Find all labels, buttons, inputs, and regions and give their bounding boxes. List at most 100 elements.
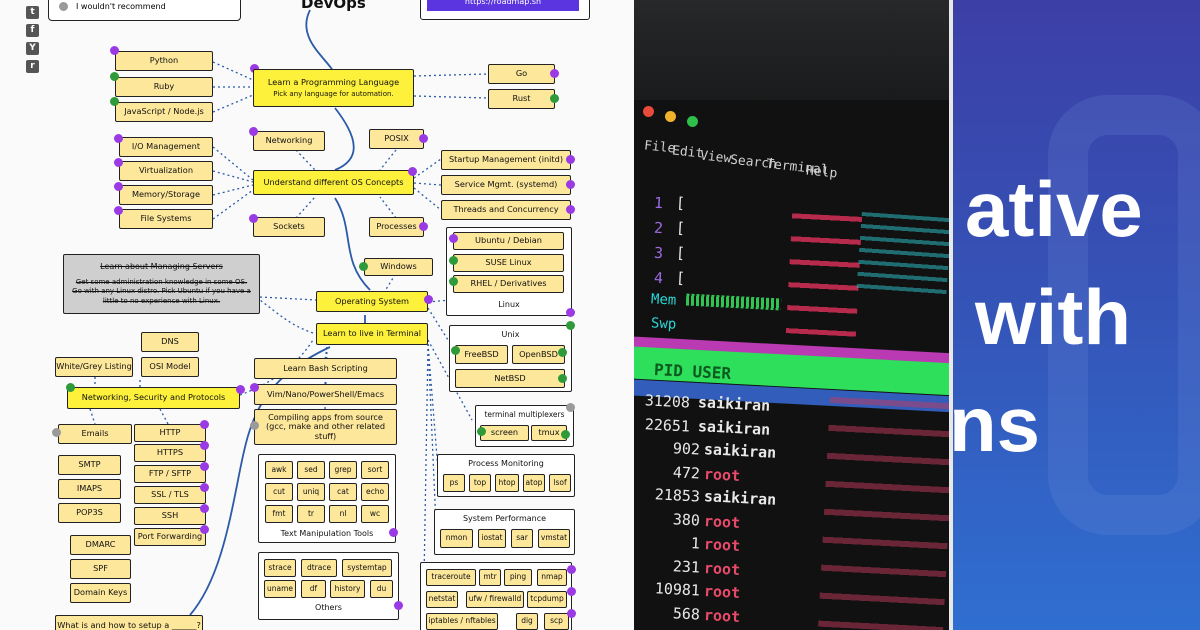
close-window-icon[interactable] <box>643 106 654 117</box>
node-go[interactable]: Go <box>488 64 555 84</box>
tool-du[interactable]: du <box>370 580 393 598</box>
tool-sed[interactable]: sed <box>297 461 325 479</box>
tool-ps[interactable]: ps <box>443 474 465 492</box>
tool-atop[interactable]: atop <box>523 474 545 492</box>
tool-wc[interactable]: wc <box>361 505 389 523</box>
node-sockets[interactable]: Sockets <box>253 217 325 237</box>
tool-dtrace[interactable]: dtrace <box>301 559 337 577</box>
tool-scp[interactable]: scp <box>544 613 569 630</box>
tool-df[interactable]: df <box>301 580 326 598</box>
node-rust[interactable]: Rust <box>488 89 555 109</box>
node-screen[interactable]: screen <box>480 425 529 441</box>
node-port-forwarding[interactable]: Port Forwarding <box>134 528 206 546</box>
minimize-window-icon[interactable] <box>665 111 676 122</box>
node-bash-scripting[interactable]: Learn Bash Scripting <box>254 358 397 379</box>
tool-awk[interactable]: awk <box>265 461 293 479</box>
node-python[interactable]: Python <box>115 51 213 71</box>
tool-vmstat[interactable]: vmstat <box>538 529 570 548</box>
node-editors[interactable]: Vim/Nano/PowerShell/Emacs <box>254 384 397 405</box>
tool-cat[interactable]: cat <box>329 483 357 501</box>
tool-tr[interactable]: tr <box>297 505 325 523</box>
tool-ufwfirewalld[interactable]: ufw / firewalld <box>466 591 524 608</box>
url-button[interactable]: https://roadmap.sh <box>427 0 579 11</box>
tool-uname[interactable]: uname <box>264 580 296 598</box>
node-posix[interactable]: POSIX <box>369 129 424 149</box>
node-service-management[interactable]: Service Mgmt. (systemd) <box>441 175 571 195</box>
tool-grep[interactable]: grep <box>329 461 357 479</box>
tool-nmon[interactable]: nmon <box>440 529 473 548</box>
node-smtp[interactable]: SMTP <box>58 455 121 475</box>
tool-echo[interactable]: echo <box>361 483 389 501</box>
node-threads-concurrency[interactable]: Threads and Concurrency <box>441 200 571 220</box>
tool-fmt[interactable]: fmt <box>265 505 293 523</box>
node-javascript[interactable]: JavaScript / Node.js <box>115 102 213 122</box>
node-ssl-tls[interactable]: SSL / TLS <box>134 486 206 504</box>
node-suse[interactable]: SUSE Linux <box>453 254 564 272</box>
radio-icon[interactable] <box>59 2 68 11</box>
tool-iostat[interactable]: iostat <box>478 529 506 548</box>
tool-uniq[interactable]: uniq <box>297 483 325 501</box>
node-ftp-sftp[interactable]: FTP / SFTP <box>134 465 206 483</box>
tool-mtr[interactable]: mtr <box>479 569 501 586</box>
tool-nl[interactable]: nl <box>329 505 357 523</box>
tool-tcpdump[interactable]: tcpdump <box>527 591 567 608</box>
tool-htop[interactable]: htop <box>495 474 519 492</box>
node-openbsd[interactable]: OpenBSD <box>512 345 565 364</box>
node-pop3s[interactable]: POP3S <box>58 503 121 523</box>
node-managing-servers[interactable]: Learn about Managing Servers Get some ad… <box>63 254 260 314</box>
node-io-management[interactable]: I/O Management <box>119 137 213 157</box>
node-windows[interactable]: Windows <box>364 258 433 276</box>
node-operating-system[interactable]: Operating System <box>316 291 428 312</box>
node-imaps[interactable]: IMAPS <box>58 479 121 499</box>
node-spf[interactable]: SPF <box>70 559 131 579</box>
tool-dig[interactable]: dig <box>516 613 538 630</box>
tool-history[interactable]: history <box>330 580 365 598</box>
node-understand-os-concepts[interactable]: Understand different OS Concepts <box>253 170 414 195</box>
node-startup-management[interactable]: Startup Management (initd) <box>441 150 571 170</box>
maximize-window-icon[interactable] <box>687 116 698 127</box>
node-file-systems[interactable]: File Systems <box>119 209 213 229</box>
node-processes[interactable]: Processes <box>369 217 424 237</box>
node-freebsd[interactable]: FreeBSD <box>455 345 508 364</box>
tool-top[interactable]: top <box>469 474 491 492</box>
node-http[interactable]: HTTP <box>134 424 206 442</box>
tool-lsof[interactable]: lsof <box>549 474 571 492</box>
tool-netstat[interactable]: netstat <box>426 591 458 608</box>
node-white-grey-listing[interactable]: White/Grey Listing <box>55 357 133 377</box>
node-netbsd[interactable]: NetBSD <box>455 369 565 388</box>
facebook-icon[interactable]: f <box>26 24 39 37</box>
tool-iptablesnftables[interactable]: iptables / nftables <box>426 613 498 630</box>
node-learn-terminal[interactable]: Learn to live in Terminal <box>316 323 428 345</box>
node-ssh[interactable]: SSH <box>134 507 206 525</box>
tool-nmap[interactable]: nmap <box>537 569 567 586</box>
tool-cut[interactable]: cut <box>265 483 293 501</box>
node-dmarc[interactable]: DMARC <box>70 535 131 555</box>
node-domain-keys[interactable]: Domain Keys <box>70 583 131 603</box>
node-https[interactable]: HTTPS <box>134 444 206 462</box>
tool-traceroute[interactable]: traceroute <box>426 569 476 586</box>
node-ubuntu[interactable]: Ubuntu / Debian <box>453 232 564 250</box>
node-virtualization[interactable]: Virtualization <box>119 161 213 181</box>
node-rhel[interactable]: RHEL / Derivatives <box>453 275 564 293</box>
tool-ping[interactable]: ping <box>504 569 532 586</box>
node-networking[interactable]: Networking <box>253 131 325 151</box>
node-learn-programming-language[interactable]: Learn a Programming Language Pick any la… <box>253 69 414 107</box>
twitter-icon[interactable]: t <box>26 6 39 19</box>
hackernews-icon[interactable]: Y <box>26 42 39 55</box>
reddit-icon[interactable]: r <box>26 60 39 73</box>
tool-sar[interactable]: sar <box>511 529 533 548</box>
node-networking-security-protocols[interactable]: Networking, Security and Protocols <box>67 387 240 409</box>
node-memory-storage[interactable]: Memory/Storage <box>119 185 213 205</box>
node-ruby[interactable]: Ruby <box>115 77 213 97</box>
node-dns[interactable]: DNS <box>141 332 199 352</box>
node-setup-question[interactable]: What is and how to setup a ______? <box>55 615 203 630</box>
survey-option-card[interactable]: I wouldn't recommend <box>48 0 241 21</box>
node-compile-from-source[interactable]: Compiling apps from source (gcc, make an… <box>254 409 397 445</box>
node-emails[interactable]: Emails <box>58 424 132 444</box>
menu-help[interactable]: Help <box>805 163 839 182</box>
tool-strace[interactable]: strace <box>264 559 296 577</box>
tool-sort[interactable]: sort <box>361 461 389 479</box>
tool-systemtap[interactable]: systemtap <box>342 559 392 577</box>
node-osi-model[interactable]: OSI Model <box>141 357 199 377</box>
menu-view[interactable]: View <box>699 148 733 167</box>
